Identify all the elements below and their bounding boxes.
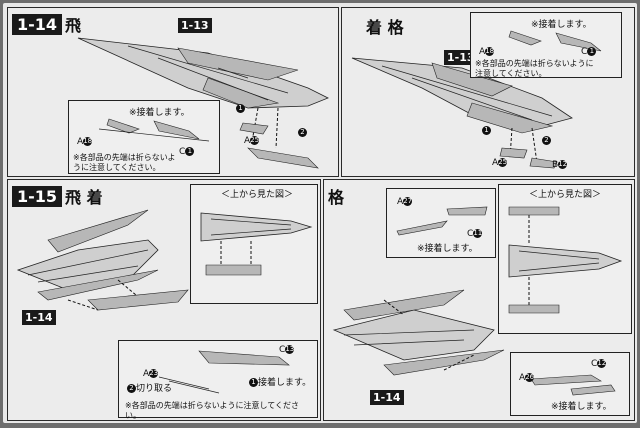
instruction-sheet: 1-14 飛 1-13 1 2 A25 ※接着します。 A18 [3, 3, 637, 423]
part-a-label: A18 [479, 47, 495, 57]
step-header: 1-15 飛 着 [12, 184, 103, 208]
reference-tag: 1-14 [370, 390, 404, 405]
mode-label: 飛 着 [65, 188, 103, 207]
mode-label: 着 格 [366, 18, 404, 37]
step-header: 着 格 [366, 14, 404, 38]
marker-2: 2 [542, 136, 551, 145]
part-c-label: C13 [279, 345, 295, 355]
callout-box-1: A27 C11 ※接着します。 [386, 188, 496, 258]
marker-1: 1 [482, 126, 491, 135]
part-label: A25 [244, 136, 260, 146]
warning-note: ※各部品の先端は折らないように注意してください。 [125, 401, 300, 420]
panel-step-4: 格 1-14 A27 C11 ※接着します。 ＜上から見た図＞ [323, 179, 635, 421]
topview-label: ＜上から見た図＞ [221, 190, 294, 200]
glue-note: ※接着します。 [129, 108, 190, 118]
callout-box-2: A26 C12 ※接着します。 [510, 352, 630, 416]
ship-diagram [351, 57, 573, 169]
warning-note: ※各部品の先端は折らないように注意してください。 [475, 59, 594, 78]
step-number: 1-14 [12, 13, 63, 35]
part-c-label: C11 [467, 229, 483, 239]
part-a-label: A23 [143, 369, 159, 379]
topview-box: ＜上から見た図＞ [498, 184, 632, 334]
ship-diagram [16, 209, 189, 311]
panel-step-1-14: 1-14 飛 1-13 1 2 A25 ※接着します。 A18 [7, 7, 339, 177]
topview-box: ＜上から見た図＞ [190, 184, 318, 304]
step-number: 1-15 [12, 185, 63, 207]
marker-2: 2 [298, 128, 307, 137]
step-header: 1-14 飛 [12, 12, 81, 36]
mode-label: 格 [328, 188, 345, 207]
part-a-label: A26 [519, 373, 535, 383]
panel-step-1-15: 1-15 飛 着 1-14 ＜上から見た図＞ [7, 179, 321, 421]
part-a-label: A27 [397, 197, 413, 207]
reference-tag: 1-13 [178, 18, 212, 33]
ship-diagram [332, 289, 505, 376]
part-c-label: C12 [591, 359, 607, 369]
reference-tag: 1-14 [22, 310, 56, 325]
marker-1: 1 [236, 104, 245, 113]
part-a-label: A18 [77, 137, 93, 147]
step-header: 格 [328, 184, 344, 208]
mode-label: 飛 [65, 16, 82, 35]
glue-note: ※接着します。 [417, 244, 478, 254]
reference-tag: 1-13 [444, 50, 478, 65]
glue-note: ※接着します。 [531, 20, 592, 30]
warning-note: ※各部品の先端は折らないように注意してください。 [73, 153, 176, 172]
glue-note: ※接着します。 [551, 402, 612, 412]
part-b-label: B12 [552, 160, 568, 170]
topview-label: ＜上から見た図＞ [529, 190, 602, 200]
part-a-label: A25 [492, 158, 508, 168]
ship-diagram [77, 37, 329, 169]
